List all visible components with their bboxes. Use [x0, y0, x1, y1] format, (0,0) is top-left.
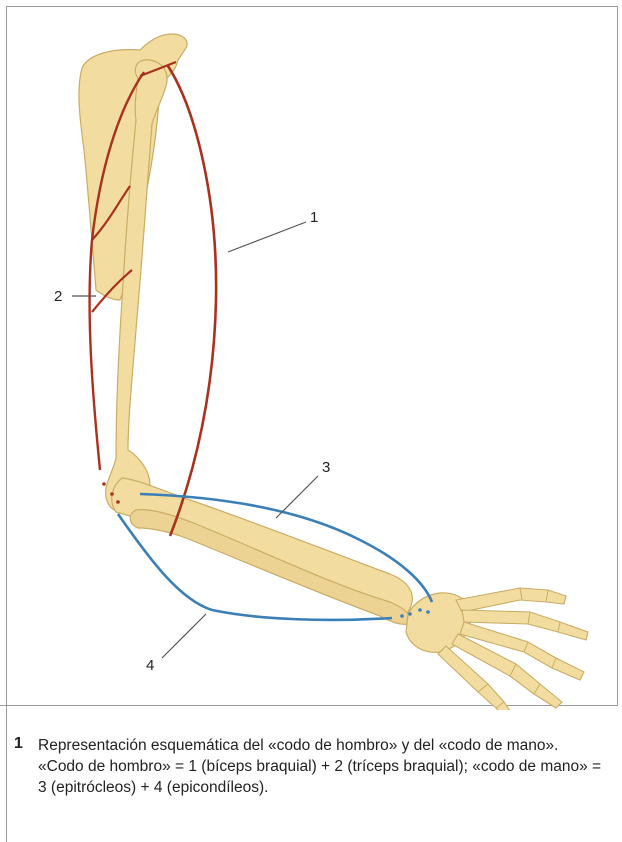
- leader-3: [276, 476, 318, 518]
- figure-caption: Representación esquemática del «codo de …: [38, 735, 608, 798]
- callout-2: 2: [54, 288, 62, 305]
- callout-3: 3: [322, 459, 330, 476]
- caption-rule: [6, 706, 7, 842]
- callout-4: 4: [146, 657, 154, 674]
- caption-number: 1: [14, 735, 23, 753]
- hand: [406, 588, 588, 710]
- arm-diagram: 1 2 3 4: [0, 0, 622, 710]
- leader-4: [162, 614, 206, 658]
- callout-1: 1: [310, 209, 318, 226]
- leader-1: [228, 222, 306, 252]
